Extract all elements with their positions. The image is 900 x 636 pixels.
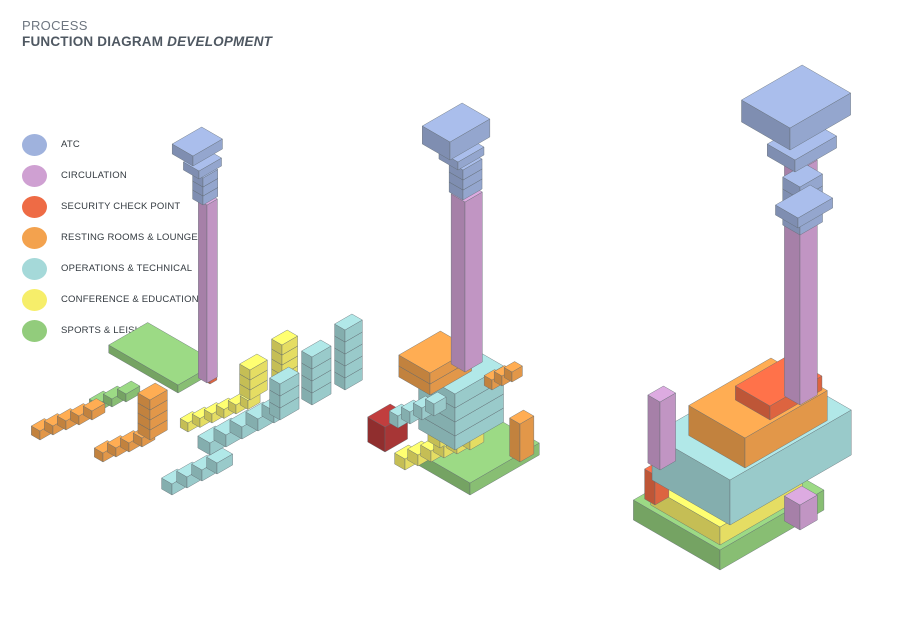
ops-stack-a-2-top-face bbox=[269, 366, 300, 385]
rest-crown-2-top-face bbox=[504, 361, 523, 373]
legend-label-sports: SPORTS & LEISURE bbox=[61, 325, 156, 336]
legend-swatch-security bbox=[22, 196, 47, 218]
atc-cab-top-face bbox=[172, 126, 223, 157]
circ-stair-top-face bbox=[647, 385, 676, 403]
circ-shaft-right-face bbox=[464, 191, 483, 373]
legend-label-conference: CONFERENCE & EDUCATION bbox=[61, 294, 199, 305]
massing-stage-3 bbox=[633, 64, 852, 571]
circ-shaft-left-face bbox=[450, 193, 466, 373]
ops-wing-3-top-face bbox=[425, 391, 447, 405]
conf-stack-a-2-top-face bbox=[239, 353, 268, 371]
massing-stage-1 bbox=[31, 126, 363, 496]
rest-side-top-face bbox=[509, 409, 535, 425]
massing-stage-2 bbox=[367, 102, 540, 496]
circ-shaft-left-face bbox=[198, 199, 208, 384]
circ-shaft-base-top-face bbox=[784, 485, 818, 506]
legend-swatch-operations bbox=[22, 258, 47, 280]
legend-swatch-resting bbox=[22, 227, 47, 249]
legend-swatch-circulation bbox=[22, 165, 47, 187]
diagram-header: PROCESS FUNCTION DIAGRAM DEVELOPMENT bbox=[22, 18, 272, 49]
circ-shaft-right-face bbox=[206, 198, 218, 384]
legend-label-atc: ATC bbox=[61, 139, 80, 150]
rest-side-left-face bbox=[509, 417, 521, 463]
legend-label-resting: RESTING ROOMS & LOUNGES bbox=[61, 232, 205, 243]
title-emphasis: DEVELOPMENT bbox=[167, 34, 273, 49]
title-main: FUNCTION DIAGRAM bbox=[22, 34, 164, 49]
ops-stack-b-3-top-face bbox=[301, 339, 332, 358]
legend-swatch-conference bbox=[22, 289, 47, 311]
rest-row-a-4-top-face bbox=[83, 398, 106, 412]
conf-stack-b-3-top-face bbox=[271, 329, 298, 346]
circ-stair-right-face bbox=[659, 392, 676, 471]
rest-stack-3-top-face bbox=[137, 382, 168, 401]
circ-stair-left-face bbox=[647, 394, 661, 471]
header-kicker: PROCESS bbox=[22, 18, 88, 33]
legend-label-circulation: CIRCULATION bbox=[61, 170, 127, 181]
legend-label-operations: OPERATIONS & TECHNICAL bbox=[61, 263, 193, 274]
atc-cab-top-face bbox=[741, 64, 851, 129]
ops-stack-c-4-top-face bbox=[334, 313, 363, 331]
sport-strip-2-top-face bbox=[117, 380, 141, 395]
legend-label-security: SECURITY CHECK POINT bbox=[61, 201, 181, 212]
legend-swatch-atc bbox=[22, 134, 47, 156]
atc-cab-top-face bbox=[422, 102, 491, 143]
page-title: FUNCTION DIAGRAM DEVELOPMENT bbox=[22, 34, 272, 49]
legend-swatch-sports bbox=[22, 320, 47, 342]
atc-balcony-top-face bbox=[775, 184, 833, 219]
